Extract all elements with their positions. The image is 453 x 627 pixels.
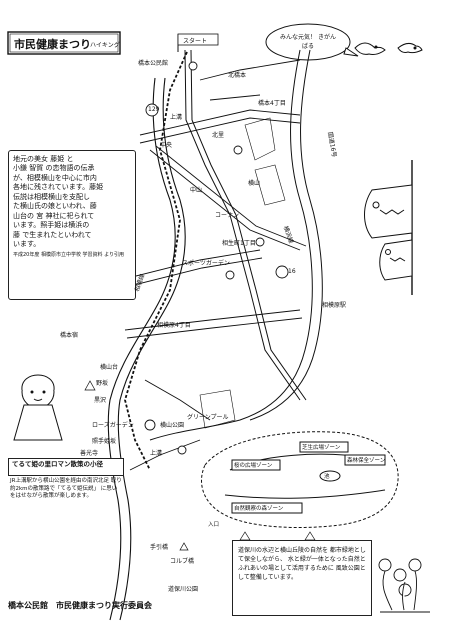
label-tebiki-hashi: 手引橋 xyxy=(150,544,169,551)
label-rosegarden: ローズガーデン xyxy=(92,422,134,429)
label-kamimizo: 上溝 xyxy=(170,114,183,121)
story-lines: 地元の美女 藤姫 と小鎌 智賀 の恋物語の伝承が、相模横山を中心に市内各地に残さ… xyxy=(13,155,131,249)
speech-text: みんな元気！ きがんばる xyxy=(280,34,336,50)
label-dohogawa-park: 道保川公園 xyxy=(168,586,199,593)
label-konan: コーナン xyxy=(215,212,240,219)
outer-road xyxy=(149,49,323,441)
story-line: 各地に残されています。藤姫 xyxy=(13,183,104,192)
cross-roads xyxy=(119,59,307,471)
tree-icon xyxy=(84,380,316,551)
label-hashimoto-4: 橋本4丁目 xyxy=(258,100,286,107)
story-line: います。 xyxy=(13,239,41,248)
story-line: います。照手姫は横浜の xyxy=(13,221,90,230)
park-label-pond: 池 xyxy=(324,474,330,480)
label-kitahashimoto: 北橋本 xyxy=(228,72,247,79)
label-yokoyama-park: 横山公園 xyxy=(160,422,185,429)
label-hashimoto-station: 橋本公民館 xyxy=(138,60,169,67)
footer-credit: 橋本公民館 市民健康まつり実行委員会 xyxy=(8,601,152,610)
start-label: スタート xyxy=(183,38,208,45)
label-road-129: 129 xyxy=(148,106,160,113)
label-kurosawa: 黒沢 xyxy=(94,397,107,404)
label-kamigumi: 上溝 xyxy=(150,450,163,457)
story-line: 小鎌 智賀 の恋物語の伝承 xyxy=(13,164,95,173)
story-line: 山台の 宮 神社に祀られて xyxy=(13,211,95,220)
park-description: 道保川の水辺と横山丘陵の自然を 都市緑地として保全しながら、 水と緑が一体となっ… xyxy=(232,540,372,616)
start-flag xyxy=(177,33,219,52)
label-konpira: コルブ橋 xyxy=(170,558,195,565)
princess-icon xyxy=(13,374,63,441)
title-banner xyxy=(7,31,121,55)
label-road-16: 16 xyxy=(288,268,296,275)
label-kitazato: 北里 xyxy=(212,132,225,139)
station-marks xyxy=(144,61,265,455)
label-sports-garden: スポーツガーデン xyxy=(182,260,230,267)
park-label-grass: 芝生広場ゾーン xyxy=(302,445,341,451)
label-aioi-1: 相生町1丁目 xyxy=(222,240,256,247)
label-yokoyama-dai: 横山台 xyxy=(100,364,119,371)
park-inset xyxy=(201,431,399,528)
story-source: 平成20年度 相模原市立中学校 学習資料 より引用 xyxy=(13,252,125,259)
story-line: た横山氏の娘といわれ、藤 xyxy=(13,202,97,211)
story-line: が、相模横山を中心に市内 xyxy=(13,173,97,182)
label-nozaka: 野坂 xyxy=(96,380,109,387)
legend-text: JR上溝駅から横山公園を経由の南沢北足 取り約2kmの散策路で「てるて姫伝説」 … xyxy=(10,478,122,500)
label-chuo-3: 中山 xyxy=(190,187,203,194)
hatched-zone xyxy=(199,117,286,429)
story-line: 伝説は相模横山を支配し xyxy=(13,192,90,201)
koinobori-icon xyxy=(364,160,413,295)
park-label-forest: 森林保全ゾーン xyxy=(347,458,386,464)
main-road xyxy=(107,77,186,621)
label-teru-hime: 照手姫坂 xyxy=(92,438,117,445)
page-subtitle: ハイキング xyxy=(90,42,120,49)
park-label-nature: 自然観察の森ゾーン xyxy=(234,506,284,512)
label-yokoyama-road: 横山 xyxy=(248,180,261,187)
park-label-cherry: 桜の広場ゾーン xyxy=(234,463,273,469)
label-chuo: 中央 xyxy=(160,142,173,149)
rail-line xyxy=(184,49,307,401)
page-title: 市民健康まつり xyxy=(14,38,91,51)
label-green-pool: グリーンプール xyxy=(187,414,229,421)
hiking-route xyxy=(124,51,188,471)
bird-icon xyxy=(354,42,423,55)
flower-icon xyxy=(378,558,430,613)
route-shields xyxy=(145,103,289,279)
park-label-entrance: 入口 xyxy=(208,522,220,528)
story-line: 藤 で生まれたといわれて xyxy=(13,230,92,239)
label-aioi-4: 相模原4丁目 xyxy=(157,322,191,329)
label-sagamihara-street: 相模原駅 xyxy=(322,302,347,309)
story-box: 地元の美女 藤姫 と小鎌 智賀 の恋物語の伝承が、相模横山を中心に市内各地に残さ… xyxy=(8,150,136,300)
legend-title: てるて姫の里ロマン散策の小径 xyxy=(8,458,124,476)
story-line: 地元の美女 藤姫 と xyxy=(13,155,74,163)
label-hashimoto-juku: 橋本宿 xyxy=(60,332,79,339)
label-zenkoji: 善光寺 xyxy=(80,450,99,457)
